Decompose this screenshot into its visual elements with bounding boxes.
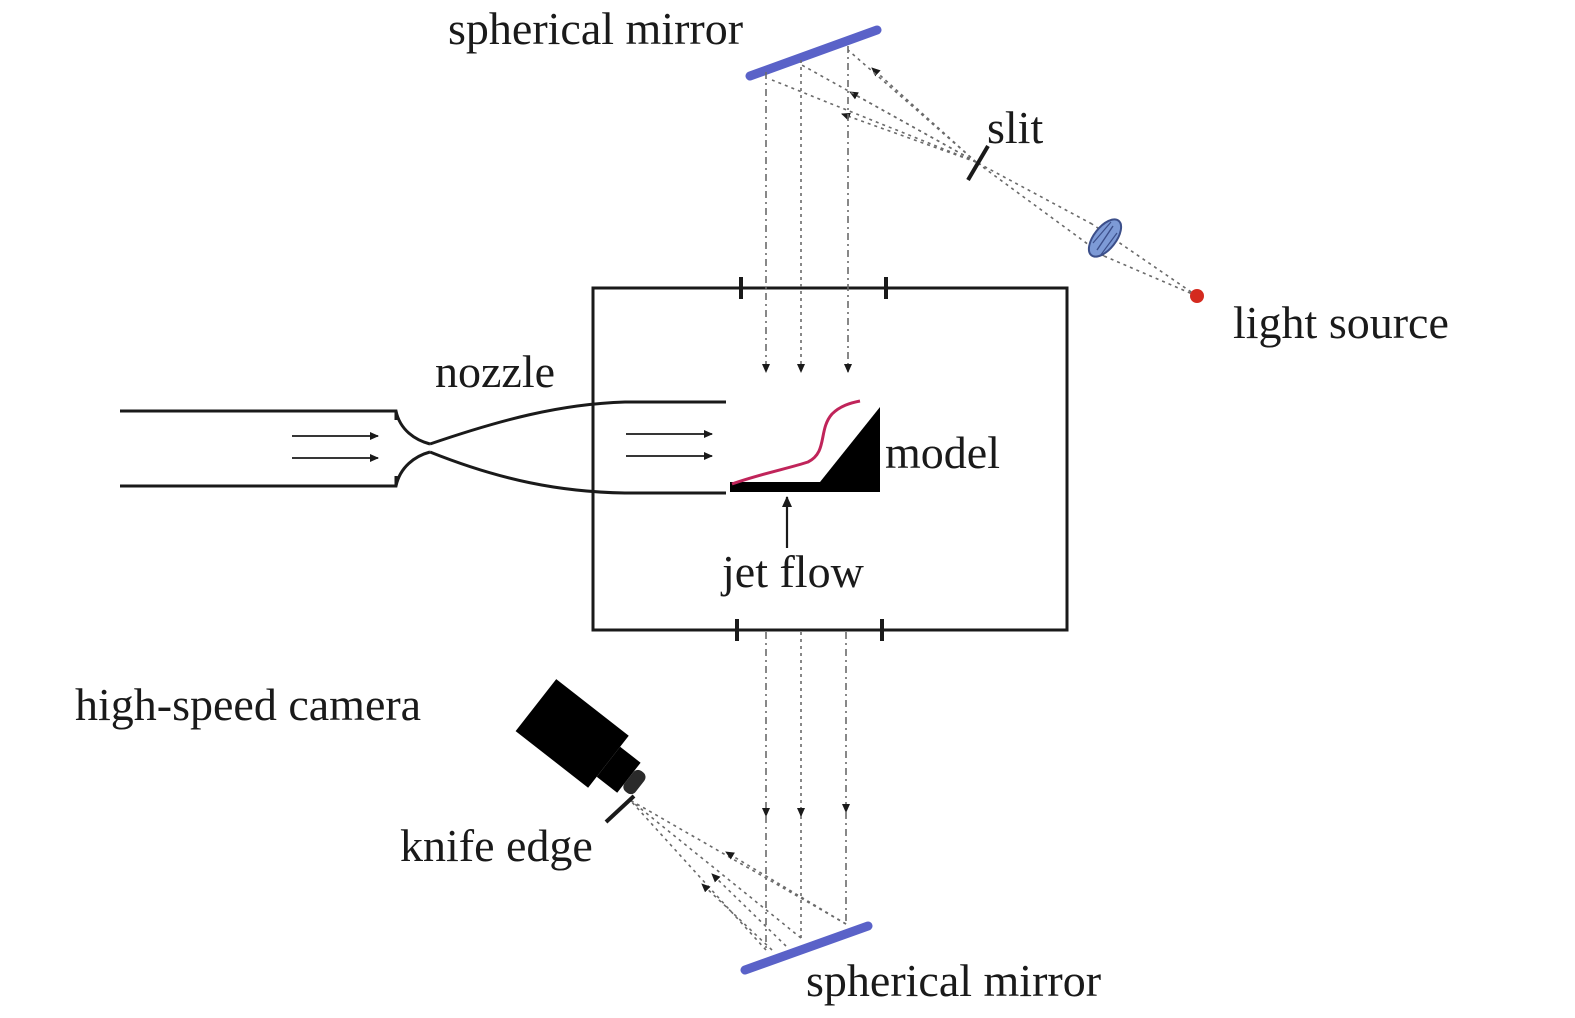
ray-slit-to-mirror-5 <box>799 63 977 163</box>
ray-slit-to-mirror-3 <box>771 79 977 163</box>
knife-edge <box>604 794 636 824</box>
slit <box>966 144 990 182</box>
model <box>730 407 880 492</box>
ray-mirror-to-knife-6 <box>701 883 773 951</box>
jet-profile-curve <box>731 399 861 486</box>
knife-edge-label: knife edge <box>400 820 593 871</box>
ray-mirror-to-knife-5 <box>711 873 787 947</box>
bottom-spherical-mirror <box>740 921 873 975</box>
model-label: model <box>885 427 1000 478</box>
top-spherical-mirror <box>745 25 882 81</box>
high-speed-camera <box>515 679 646 795</box>
ray-mirror-to-knife-3 <box>629 799 767 951</box>
jet-flow-label: jet flow <box>720 546 865 597</box>
bottom-mirror-label: spherical mirror <box>806 955 1101 1006</box>
test-chamber <box>591 286 1069 632</box>
inlet-pipe <box>120 409 431 488</box>
light-source-dot <box>1190 289 1204 303</box>
top-mirror-label: spherical mirror <box>448 3 743 54</box>
slit-label: slit <box>987 102 1043 153</box>
lens <box>1087 218 1123 258</box>
ray-slit-to-mirror-6 <box>847 49 977 163</box>
ray-lens-to-slit-2 <box>975 161 1105 257</box>
ray-mirror-to-knife-2 <box>629 799 802 939</box>
ray-lens-to-slit-1 <box>975 161 1093 225</box>
nozzle-label: nozzle <box>435 346 555 397</box>
light-source-label: light source <box>1233 297 1449 348</box>
ray-slit-to-mirror-4 <box>841 112 977 163</box>
ray-source-to-lens-2 <box>1103 255 1198 297</box>
nozzle <box>429 400 726 495</box>
camera-label: high-speed camera <box>75 679 421 730</box>
ray-mirror-to-knife-4 <box>725 851 847 925</box>
